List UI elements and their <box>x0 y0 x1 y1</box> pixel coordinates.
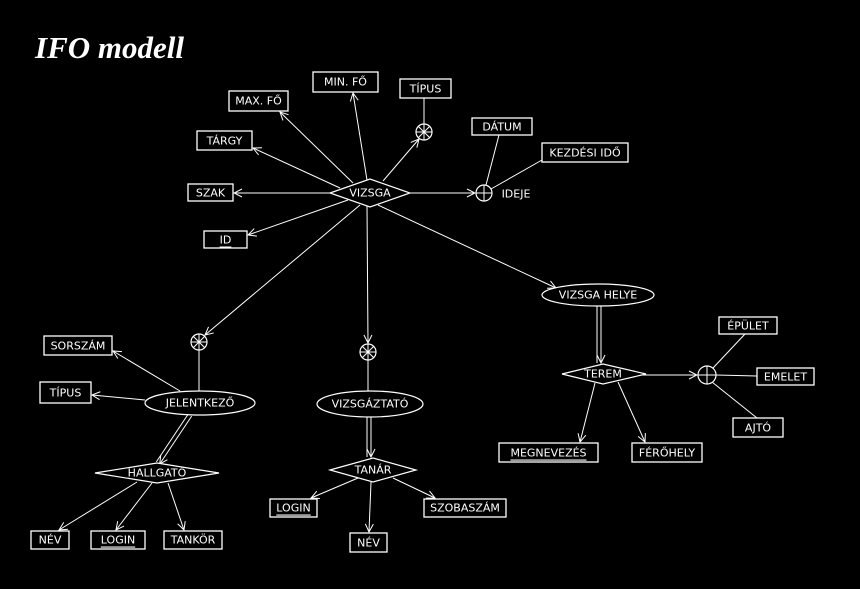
svg-text:MEGNEVEZÉS: MEGNEVEZÉS <box>510 447 586 460</box>
svg-text:JELENTKEZŐ: JELENTKEZŐ <box>165 396 235 410</box>
entity-tanar: TANÁR <box>327 457 419 483</box>
edge-ideje-datum <box>485 134 500 186</box>
composite-connector-terem-icon <box>697 365 717 385</box>
edge-vizsga-min-fo <box>353 93 368 181</box>
edges <box>59 93 758 532</box>
entity-vizsgaztato: VIZSGÁZTATÓ <box>316 390 424 418</box>
attr-datum: DÁTUM <box>471 117 533 136</box>
attr-id: ID <box>203 230 248 249</box>
attr-nev-tanar: NÉV <box>349 532 388 553</box>
edge-vizsga-tipus <box>382 139 419 182</box>
edge-tanar-login <box>311 477 359 498</box>
edge-terem-megnevezes <box>580 382 596 442</box>
attr-login-tanar: LOGIN <box>269 498 318 518</box>
svg-text:LOGIN: LOGIN <box>276 502 310 515</box>
svg-text:EMELET: EMELET <box>764 371 807 384</box>
svg-text:SZOBASZÁM: SZOBASZÁM <box>430 502 500 515</box>
svg-text:TEREM: TEREM <box>583 368 622 381</box>
entity-vizsga-helye: VIZSGA HELYE <box>541 283 655 307</box>
edge-vizsga-helye <box>377 204 556 288</box>
attr-tipus-top: TÍPUS <box>399 78 452 99</box>
edge-jelentkezo-hallgato-a <box>155 413 189 463</box>
edge-vizsga-vizsgaztato <box>367 205 368 343</box>
attr-kezdesi-ido: KEZDÉSI IDŐ <box>541 142 629 163</box>
edge-hallgato-nev <box>59 481 138 530</box>
edge-circle-epulet <box>712 333 746 369</box>
edge-jelentkezo-tipus <box>92 395 146 401</box>
attr-epulet: ÉPÜLET <box>718 316 778 335</box>
edge-vizsga-id <box>248 199 349 235</box>
svg-text:TANKÖR: TANKÖR <box>170 534 216 547</box>
attr-max-fo: MAX. FŐ <box>228 90 289 112</box>
entity-vizsga: VIZSGA <box>328 178 412 208</box>
edge-tanar-szobaszam <box>392 477 435 498</box>
edge-vizsga-jelentkezo <box>205 204 361 335</box>
edge-jelentkezo-sorszam <box>113 351 181 392</box>
entity-terem: TEREM <box>561 363 647 385</box>
edge-ideje-kezdesi <box>490 159 543 190</box>
svg-text:MIN. FŐ: MIN. FŐ <box>324 75 367 89</box>
multivalued-connector-jelentkezo-icon <box>190 333 208 351</box>
edge-circle-ajto <box>711 381 758 419</box>
multivalued-connector-vizsgaztato-icon <box>359 343 377 361</box>
svg-text:LOGIN: LOGIN <box>101 534 135 547</box>
edge-vizsga-targy <box>253 148 341 189</box>
composite-connector-ideje-icon <box>475 184 493 202</box>
attr-min-fo: MIN. FŐ <box>312 71 379 93</box>
edge-hallgato-login <box>116 482 153 530</box>
attr-sorszam: SORSZÁM <box>43 335 113 356</box>
svg-text:KEZDÉSI IDŐ: KEZDÉSI IDŐ <box>549 146 621 160</box>
svg-text:ID: ID <box>220 234 232 247</box>
svg-text:SZAK: SZAK <box>196 187 226 200</box>
entity-hallgato: HALLGATÓ <box>94 462 220 484</box>
svg-text:FÉRŐHELY: FÉRŐHELY <box>639 446 695 460</box>
svg-text:TÁRGY: TÁRGY <box>206 135 243 148</box>
edge-vizsga-max-fo <box>280 112 354 184</box>
attr-nev-hallgato: NÉV <box>30 530 70 550</box>
svg-text:VIZSGA: VIZSGA <box>349 187 391 200</box>
svg-text:AJTÓ: AJTÓ <box>745 422 771 435</box>
svg-text:MAX. FŐ: MAX. FŐ <box>235 94 282 108</box>
attr-tankor: TANKÖR <box>163 530 223 550</box>
attr-ajto: AJTÓ <box>732 417 784 438</box>
svg-text:VIZSGA HELYE: VIZSGA HELYE <box>559 289 637 302</box>
multivalued-connector-tipus-icon <box>415 123 433 141</box>
svg-text:VIZSGÁZTATÓ: VIZSGÁZTATÓ <box>332 398 409 411</box>
attr-szobaszam: SZOBASZÁM <box>423 498 507 518</box>
attr-megnevezes: MEGNEVEZÉS <box>498 442 599 463</box>
svg-text:TANÁR: TANÁR <box>354 464 392 477</box>
attr-login-hallgato: LOGIN <box>90 530 146 550</box>
svg-text:DÁTUM: DÁTUM <box>482 121 521 134</box>
attr-ferohely: FÉRŐHELY <box>631 442 703 463</box>
edge-terem-ferohely <box>617 381 645 442</box>
edge-jelentkezo-hallgato-b <box>160 415 193 464</box>
attr-szak: SZAK <box>187 183 234 202</box>
attr-targy: TÁRGY <box>196 130 253 151</box>
edge-hallgato-tankor <box>167 482 184 530</box>
svg-text:TÍPUS: TÍPUS <box>49 387 82 400</box>
attr-tipus-left: TÍPUS <box>39 381 92 404</box>
edge-circle-emelet <box>715 374 758 377</box>
attr-emelet: EMELET <box>756 367 815 386</box>
connectors <box>190 123 717 385</box>
edge-tanar-nev <box>369 481 371 532</box>
svg-text:ÉPÜLET: ÉPÜLET <box>727 320 769 333</box>
svg-text:HALLGATÓ: HALLGATÓ <box>128 467 187 480</box>
ideje-label: IDEJE <box>502 188 531 201</box>
svg-text:NÉV: NÉV <box>39 534 62 547</box>
svg-text:SORSZÁM: SORSZÁM <box>51 340 106 353</box>
svg-text:TÍPUS: TÍPUS <box>409 83 442 96</box>
entity-jelentkezo: JELENTKEZŐ <box>144 390 256 416</box>
svg-text:NÉV: NÉV <box>357 537 380 550</box>
diagram-title: IFO modell <box>34 30 184 65</box>
